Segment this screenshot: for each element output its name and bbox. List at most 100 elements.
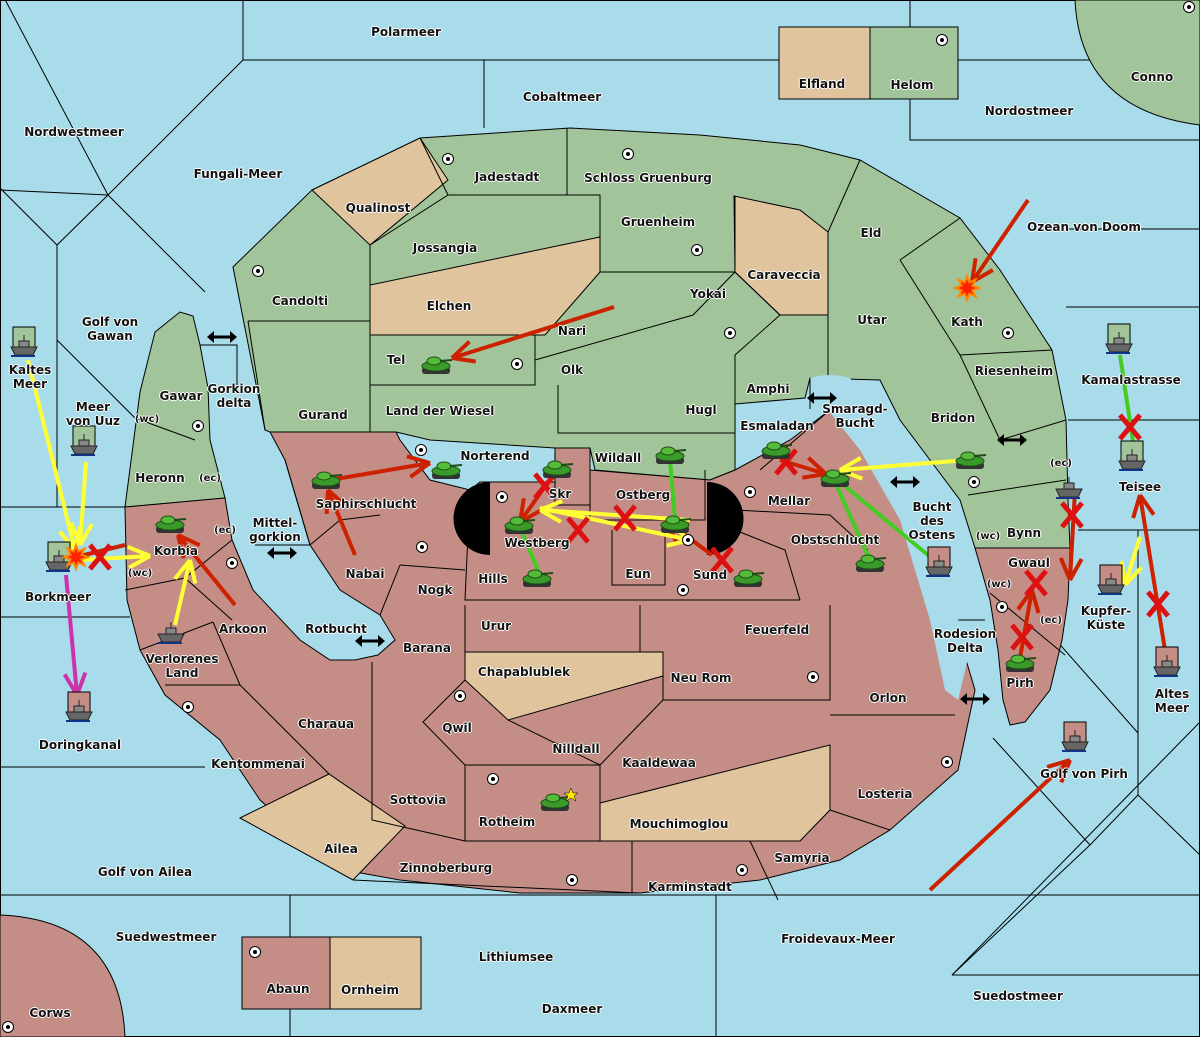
land-label-chapablublek[interactable]: Chapablublek — [477, 665, 571, 679]
territory-ailea[interactable] — [238, 773, 406, 881]
army-tank-icon[interactable] — [660, 515, 692, 533]
land-label-riesenheim[interactable]: Riesenheim — [974, 364, 1054, 378]
army-tank-icon[interactable] — [522, 569, 554, 587]
land-label-mellar[interactable]: Mellar — [767, 494, 811, 508]
fleet-ship-icon[interactable] — [70, 425, 98, 456]
sea-label-ozean-von-doom[interactable]: Ozean von Doom — [1027, 220, 1141, 234]
land-label-samyria[interactable]: Samyria — [774, 851, 830, 865]
sea-label-golf-von-pirh[interactable]: Golf von Pirh — [1040, 767, 1128, 781]
land-label-saphirschlucht[interactable]: Saphirschlucht — [315, 497, 417, 511]
land-label-elfland[interactable]: Elfland — [798, 77, 846, 91]
territory-ornheim[interactable] — [329, 936, 422, 1010]
territory-gawar-heronn[interactable] — [124, 311, 226, 508]
army-tank-icon[interactable] — [542, 460, 574, 478]
land-label-utar[interactable]: Utar — [857, 313, 887, 327]
sea-label-kaltes-meer[interactable]: Kaltes Meer — [8, 363, 52, 391]
land-label-sottovia[interactable]: Sottovia — [389, 793, 447, 807]
land-label-heronn[interactable]: Heronn — [135, 471, 185, 485]
fleet-ship-icon[interactable] — [1097, 564, 1125, 595]
territory-corws[interactable] — [0, 914, 126, 1037]
land-label-nabai[interactable]: Nabai — [345, 567, 385, 581]
sea-label-fungali-meer[interactable]: Fungali-Meer — [193, 167, 283, 181]
fleet-ship-icon[interactable] — [157, 622, 185, 644]
land-label-urur[interactable]: Urur — [480, 619, 512, 633]
fleet-ship-icon[interactable] — [925, 546, 953, 577]
territory-elchen[interactable] — [369, 236, 601, 336]
land-label-caraveccia[interactable]: Caraveccia — [747, 268, 821, 282]
sea-label-kamalastrasse[interactable]: Kamalastrasse — [1081, 373, 1181, 387]
land-label-skr[interactable]: Skr — [548, 487, 572, 501]
army-tank-icon[interactable] — [761, 441, 793, 459]
land-label-candolti[interactable]: Candolti — [271, 294, 329, 308]
sea-label-lithiumsee[interactable]: Lithiumsee — [478, 950, 554, 964]
land-label-ailea[interactable]: Ailea — [324, 842, 358, 856]
land-label-bridon[interactable]: Bridon — [930, 411, 976, 425]
fleet-ship-icon[interactable] — [1055, 477, 1083, 499]
sea-label-cobaltmeer[interactable]: Cobaltmeer — [522, 90, 602, 104]
sea-label-golf-von-ailea[interactable]: Golf von Ailea — [97, 865, 193, 879]
army-tank-icon[interactable] — [855, 554, 887, 572]
land-label-olk[interactable]: Olk — [560, 363, 584, 377]
sea-label-nordostmeer[interactable]: Nordostmeer — [984, 104, 1074, 118]
army-tank-icon[interactable] — [431, 461, 463, 479]
army-tank-icon[interactable] — [504, 516, 536, 534]
land-label-karminstadt[interactable]: Karminstadt — [648, 880, 732, 894]
land-label-rotheim[interactable]: Rotheim — [478, 815, 536, 829]
land-label-eun[interactable]: Eun — [625, 567, 651, 581]
land-label-schloss-gruenburg[interactable]: Schloss Gruenburg — [584, 171, 712, 185]
land-label-nari[interactable]: Nari — [557, 324, 587, 338]
land-label-nogk[interactable]: Nogk — [417, 583, 453, 597]
sea-label-borkmeer[interactable]: Borkmeer — [25, 590, 91, 604]
land-label-losteria[interactable]: Losteria — [857, 787, 913, 801]
land-label-barana[interactable]: Barana — [403, 641, 451, 655]
land-label-ornheim[interactable]: Ornheim — [341, 983, 399, 997]
land-label-obstschlucht[interactable]: Obstschlucht — [790, 533, 880, 547]
land-label-charaua[interactable]: Charaua — [297, 717, 355, 731]
army-tank-icon[interactable] — [820, 469, 852, 487]
sea-label-altes-meer[interactable]: Altes Meer — [1154, 687, 1190, 715]
land-label-gawar[interactable]: Gawar — [159, 389, 203, 403]
land-label-ostberg[interactable]: Ostberg — [615, 488, 671, 502]
sea-label-polarmeer[interactable]: Polarmeer — [371, 25, 441, 39]
sea-label-bucht-des-ostens[interactable]: Bucht des Ostens — [908, 500, 956, 542]
fleet-ship-icon[interactable] — [10, 326, 38, 357]
sea-label-gorkion-delta[interactable]: Gorkion delta — [207, 382, 261, 410]
sea-label-smaragd-bucht[interactable]: Smaragd- Bucht — [822, 402, 888, 430]
sea-label-mittelgorkion[interactable]: Mittel- gorkion — [249, 516, 301, 544]
land-label-helom[interactable]: Helom — [890, 78, 934, 92]
land-label-bynn[interactable]: Bynn — [1006, 526, 1042, 540]
land-label-norterend[interactable]: Norterend — [460, 449, 530, 463]
sea-label-suedwestmeer[interactable]: Suedwestmeer — [115, 930, 217, 944]
fleet-ship-icon[interactable] — [1105, 323, 1133, 354]
land-label-hugl[interactable]: Hugl — [685, 403, 717, 417]
sea-label-rotbucht[interactable]: Rotbucht — [305, 622, 367, 636]
sea-label-rodesion-delta[interactable]: Rodesion Delta — [933, 627, 997, 655]
land-label-orlon[interactable]: Orlon — [869, 691, 907, 705]
army-tank-icon[interactable] — [733, 569, 765, 587]
land-label-verlorenes-land[interactable]: Verlorenes Land — [145, 652, 219, 680]
sea-label-kupfer-kueste[interactable]: Kupfer- Küste — [1080, 604, 1132, 632]
land-label-qwil[interactable]: Qwil — [442, 721, 472, 735]
land-label-feuerfeld[interactable]: Feuerfeld — [744, 623, 810, 637]
land-label-kentommenai[interactable]: Kentommenai — [211, 757, 305, 771]
fleet-ship-icon[interactable] — [1153, 646, 1181, 677]
sea-label-doringkanal[interactable]: Doringkanal — [38, 738, 122, 752]
land-label-esmaladan[interactable]: Esmaladan — [740, 419, 814, 433]
land-label-hills[interactable]: Hills — [478, 572, 508, 586]
territory-qualinost[interactable] — [311, 137, 449, 246]
land-label-eld[interactable]: Eld — [860, 226, 882, 240]
fleet-ship-icon[interactable] — [1118, 440, 1146, 471]
land-label-wildall[interactable]: Wildall — [594, 451, 642, 465]
land-label-conno[interactable]: Conno — [1130, 70, 1174, 84]
army-tank-icon[interactable] — [155, 515, 187, 533]
land-label-land-der-wiesel[interactable]: Land der Wiesel — [385, 404, 495, 418]
land-label-kaaldewaa[interactable]: Kaaldewaa — [622, 756, 696, 770]
land-label-gwaul[interactable]: Gwaul — [1008, 556, 1050, 570]
land-label-nilldall[interactable]: Nilldall — [552, 742, 600, 756]
land-label-gurand[interactable]: Gurand — [298, 408, 348, 422]
land-label-westberg[interactable]: Westberg — [504, 536, 570, 550]
fleet-ship-icon[interactable] — [1061, 721, 1089, 752]
land-label-neu-rom[interactable]: Neu Rom — [670, 671, 732, 685]
land-label-qualinost[interactable]: Qualinost — [345, 201, 411, 215]
land-label-sund[interactable]: Sund — [692, 568, 728, 582]
